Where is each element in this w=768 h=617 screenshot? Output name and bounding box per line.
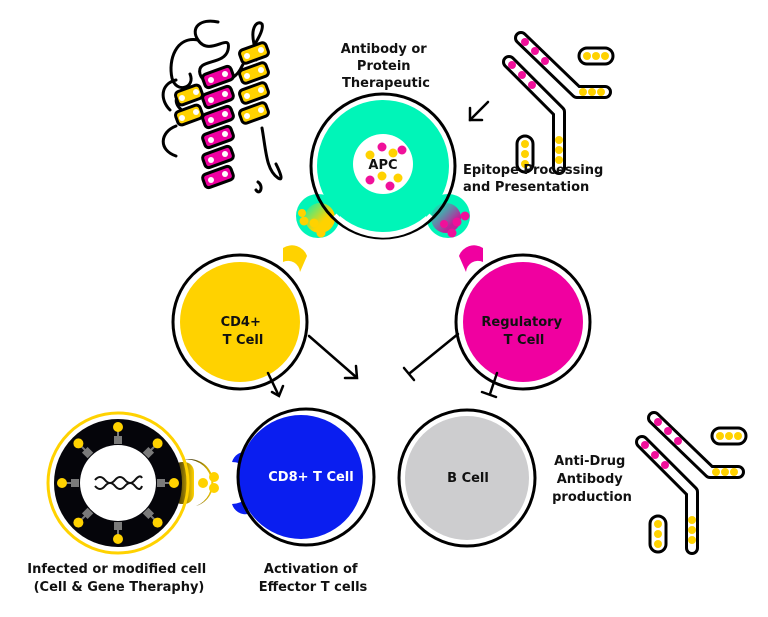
protein-helix-icon	[161, 19, 283, 194]
infected-modified-cell	[46, 411, 214, 555]
arrow-cd4-to-activation	[307, 334, 359, 380]
inhibit-regulatory-to-activation	[402, 332, 460, 382]
arrow-cd4-to-cd8	[266, 371, 285, 398]
inhibit-regulatory-to-bcell	[480, 371, 499, 399]
receptor-base	[142, 507, 155, 520]
antigen-dots	[365, 142, 407, 191]
label-apc: APC	[368, 158, 397, 173]
label-epitope-processing: Epitope Processing and Presentation	[463, 163, 608, 195]
antigen-marker	[169, 478, 179, 488]
label-anti-drug-antibody: Anti-Drug Antibody production	[552, 454, 632, 505]
receptor-base	[157, 479, 165, 487]
receptor-base	[114, 522, 122, 530]
antigen-marker	[113, 422, 123, 432]
dna-icon	[94, 475, 143, 490]
label-bcell: B Cell	[447, 471, 489, 486]
label-cd4: CD4+ T Cell	[221, 315, 266, 348]
antigen-marker	[73, 517, 84, 528]
released-peptides	[198, 472, 219, 493]
arrow-antibody-to-apc	[468, 100, 490, 122]
label-cd8: CD8+ T Cell	[268, 470, 353, 485]
antigen-marker	[152, 517, 163, 528]
antigen-marker	[57, 478, 67, 488]
b-cell: B Cell	[397, 408, 537, 548]
label-regulatory: Regulatory T Cell	[481, 315, 566, 348]
antibody-icon-bottom	[635, 411, 748, 555]
cd8-t-cell: CD8+ T Cell	[232, 407, 376, 547]
apc-cell: APC	[296, 92, 470, 240]
receptor-base	[71, 479, 79, 487]
label-infected-cell: Infected or modified cell (Cell & Gene T…	[27, 562, 211, 595]
cd4-t-cell: CD4+ T Cell	[171, 245, 309, 391]
antigen-marker	[152, 438, 163, 449]
antigen-marker	[73, 438, 84, 449]
label-activation-effector: Activation of Effector T cells	[259, 562, 368, 595]
antigen-marker	[113, 534, 123, 544]
label-antibody-therapeutic: Antibody or Protein Therapeutic	[341, 42, 431, 91]
receptor-base	[142, 446, 155, 459]
regulatory-t-cell: Regulatory T Cell	[454, 245, 592, 391]
antibody-icon-top	[502, 31, 615, 175]
receptor-base	[114, 436, 122, 444]
